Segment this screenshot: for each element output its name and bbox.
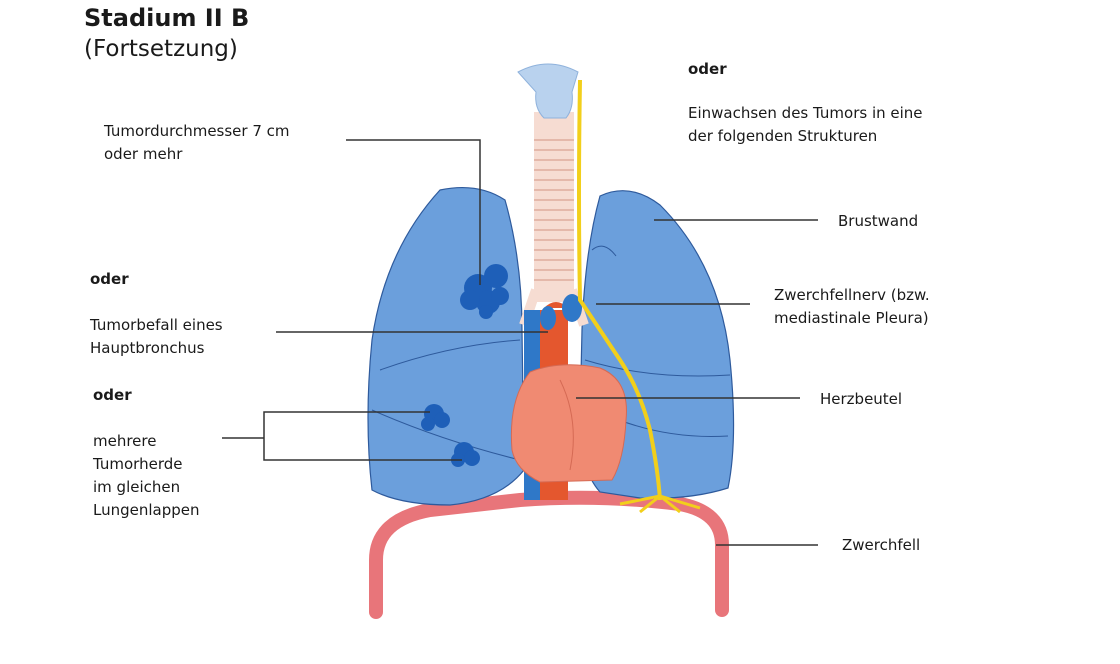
bronchus-label-line1: Tumorbefall eines — [90, 316, 223, 334]
phrenic-label-line1: Zwerchfellnerv (bzw. — [774, 286, 930, 304]
multi-label-line4: Lungenlappen — [93, 501, 200, 519]
oder-label-low: oder — [93, 386, 132, 404]
oder-label-top: oder — [688, 60, 727, 78]
larynx — [517, 63, 579, 119]
tumor-focus-1 — [421, 404, 450, 431]
bronchus-label-line2: Hauptbronchus — [90, 339, 205, 357]
diameter-label-line2: oder mehr — [104, 145, 183, 163]
phrenic-label-line2: mediastinale Pleura) — [774, 309, 929, 327]
diaphragm-shape — [369, 490, 729, 619]
diameter-label-line1: Tumordurchmesser 7 cm — [104, 122, 290, 140]
multi-label-line3: im gleichen — [93, 478, 181, 496]
chest-wall-label: Brustwand — [838, 212, 919, 230]
pericardium-label: Herzbeutel — [820, 390, 903, 408]
leader-lines — [222, 139, 818, 546]
left-lung — [367, 186, 525, 506]
multi-label-line1: mehrere — [93, 432, 157, 450]
multi-label-line2: Tumorherde — [93, 455, 183, 473]
invasion-label-line2: der folgenden Strukturen — [688, 127, 878, 145]
diaphragm-label: Zwerchfell — [842, 536, 921, 554]
heart — [510, 364, 627, 483]
page-subtitle: (Fortsetzung) — [84, 36, 238, 62]
phrenic-nerve — [577, 79, 662, 501]
oder-label-mid: oder — [90, 270, 129, 288]
tumor-focus-2 — [451, 442, 480, 467]
tumor-large — [460, 264, 509, 319]
trachea — [519, 112, 589, 327]
page-title: Stadium II B — [84, 4, 250, 32]
invasion-label-line1: Einwachsen des Tumors in eine — [688, 104, 923, 122]
